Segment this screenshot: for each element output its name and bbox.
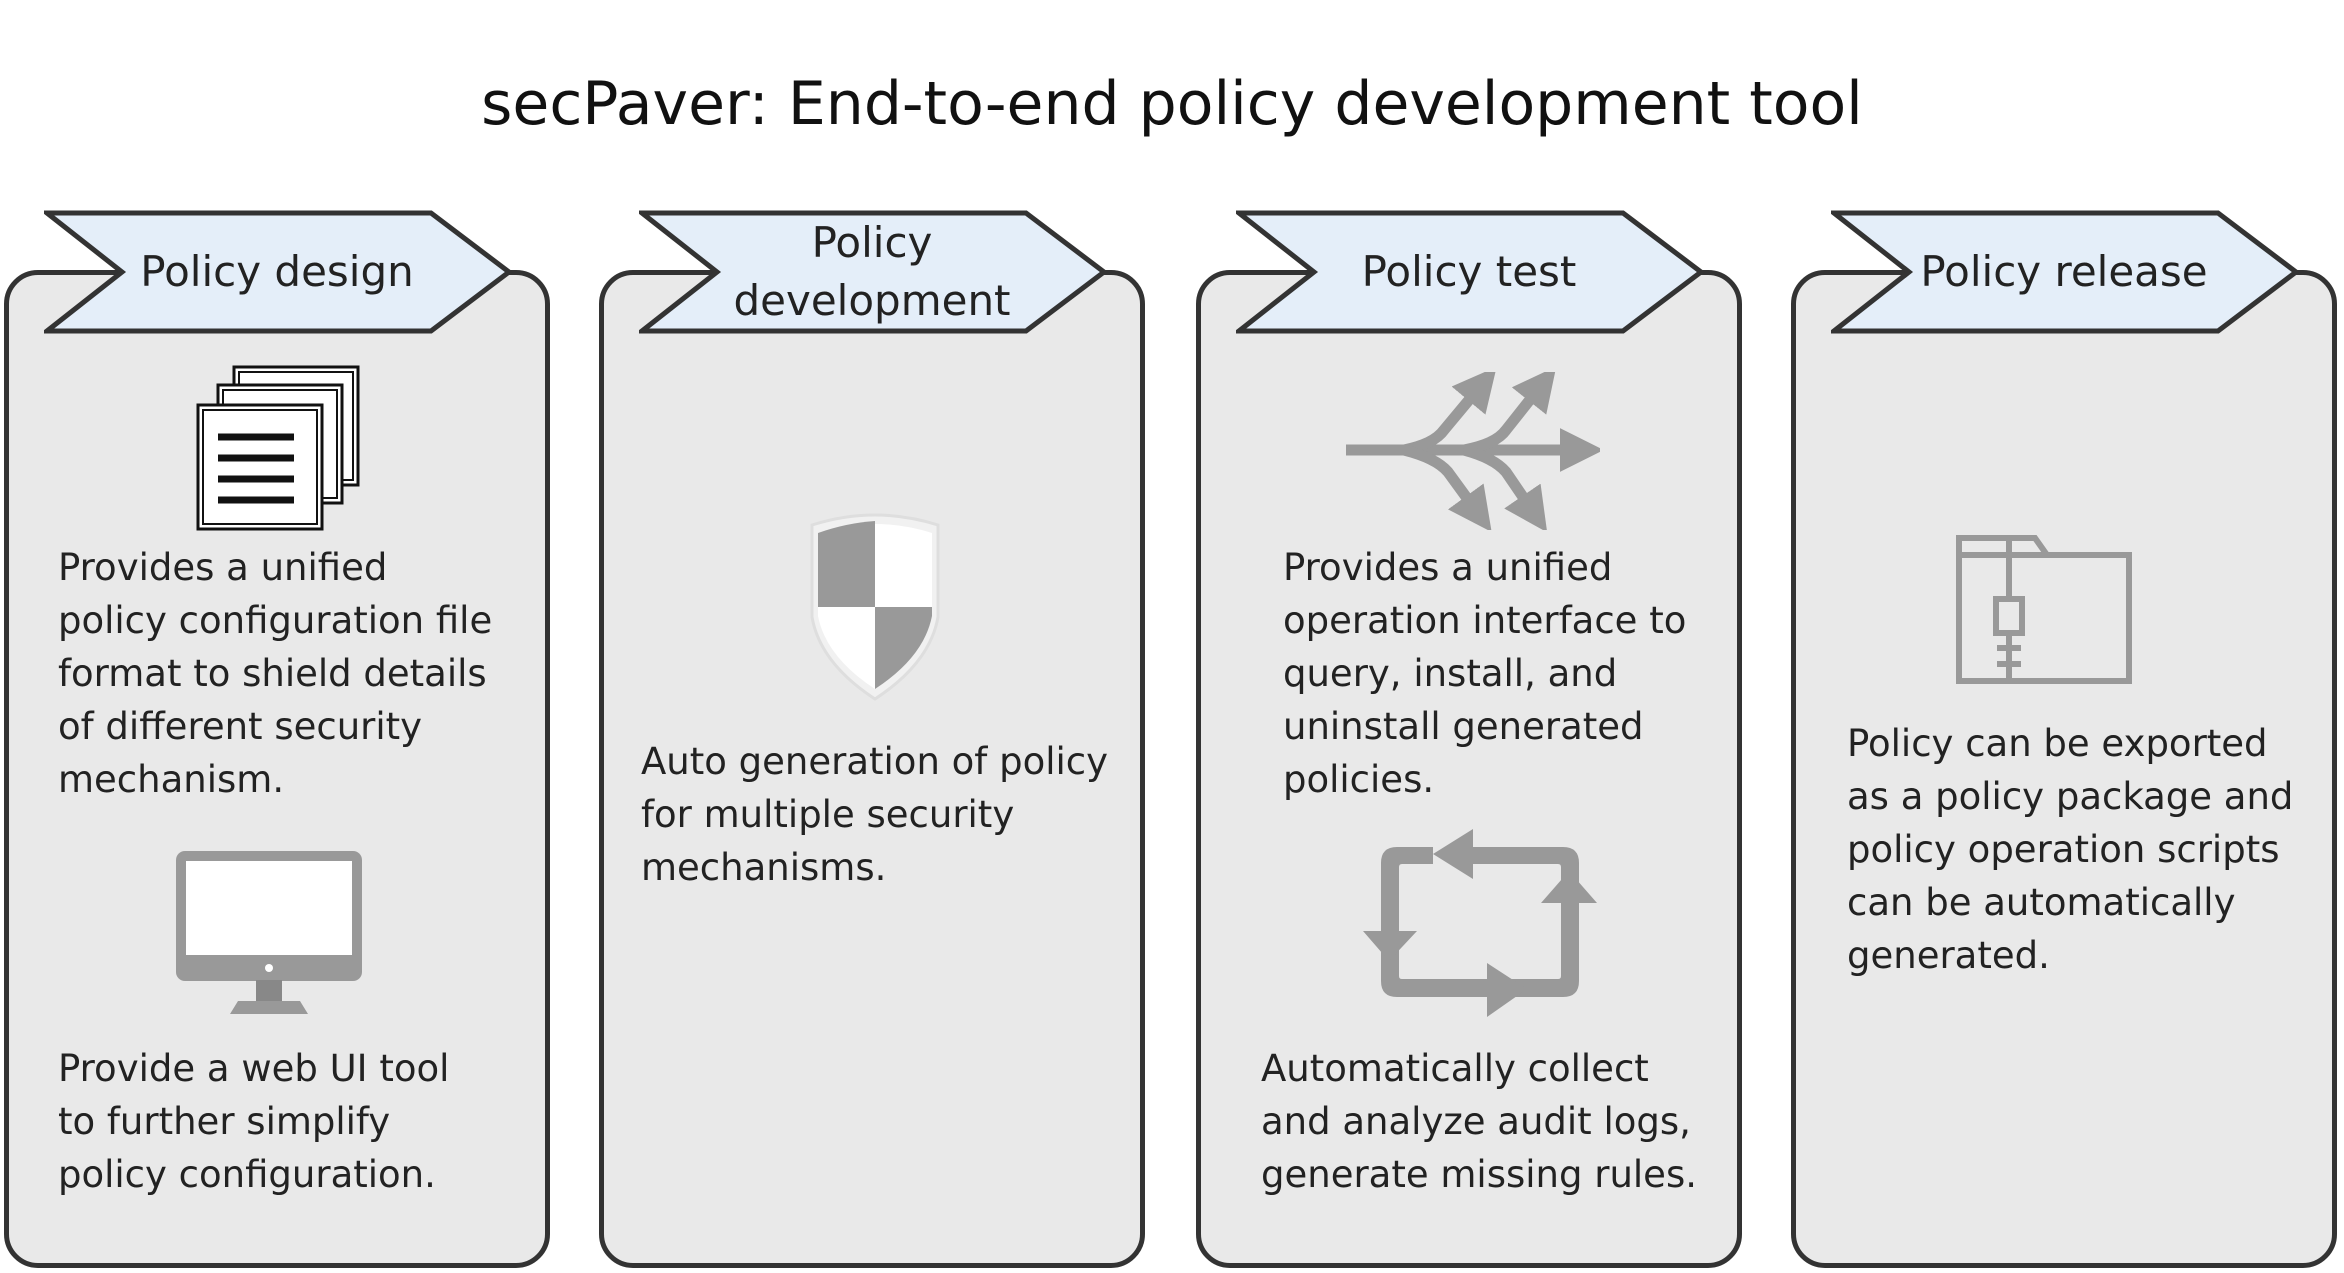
branching-arrows-icon	[1344, 366, 1604, 534]
chevron-shape	[639, 210, 1109, 334]
stage-label: Policy development	[733, 218, 1011, 325]
diagram-title: secPaver: End-to-end policy development …	[481, 69, 1863, 139]
stage-panel-policy-test	[1196, 270, 1742, 1268]
stage-panel-policy-release	[1791, 270, 2337, 1268]
stage-label: Policy design	[140, 247, 414, 296]
stage-description: Policy can be exported as a policy packa…	[1847, 722, 2294, 977]
documents-icon	[192, 365, 364, 537]
stage-chevron-policy-test: Policy test	[1236, 210, 1706, 334]
stage-description: Automatically collect and analyze audit …	[1261, 1047, 1697, 1196]
stage-description: Auto generation of policy for multiple s…	[641, 740, 1108, 889]
stage-description: Provide a web UI tool to further simplif…	[58, 1047, 450, 1196]
stage-label: Policy release	[1920, 247, 2208, 296]
chevron-shape	[1831, 210, 2301, 334]
stage-chevron-policy-development: Policy development	[639, 210, 1109, 334]
cycle-arrows-icon	[1363, 827, 1597, 1021]
chevron-shape	[44, 210, 514, 334]
stage-description: Provides a unified operation interface t…	[1283, 546, 1687, 801]
stage-description: Provides a unified policy configuration …	[58, 546, 493, 801]
zip-folder-icon	[1955, 533, 2133, 689]
stage-chevron-policy-design: Policy design	[44, 210, 514, 334]
chevron-shape	[1236, 210, 1706, 334]
monitor-icon	[176, 851, 362, 1023]
stage-chevron-policy-release: Policy release	[1831, 210, 2301, 334]
shield-icon	[802, 513, 948, 705]
stage-label: Policy test	[1361, 247, 1577, 296]
